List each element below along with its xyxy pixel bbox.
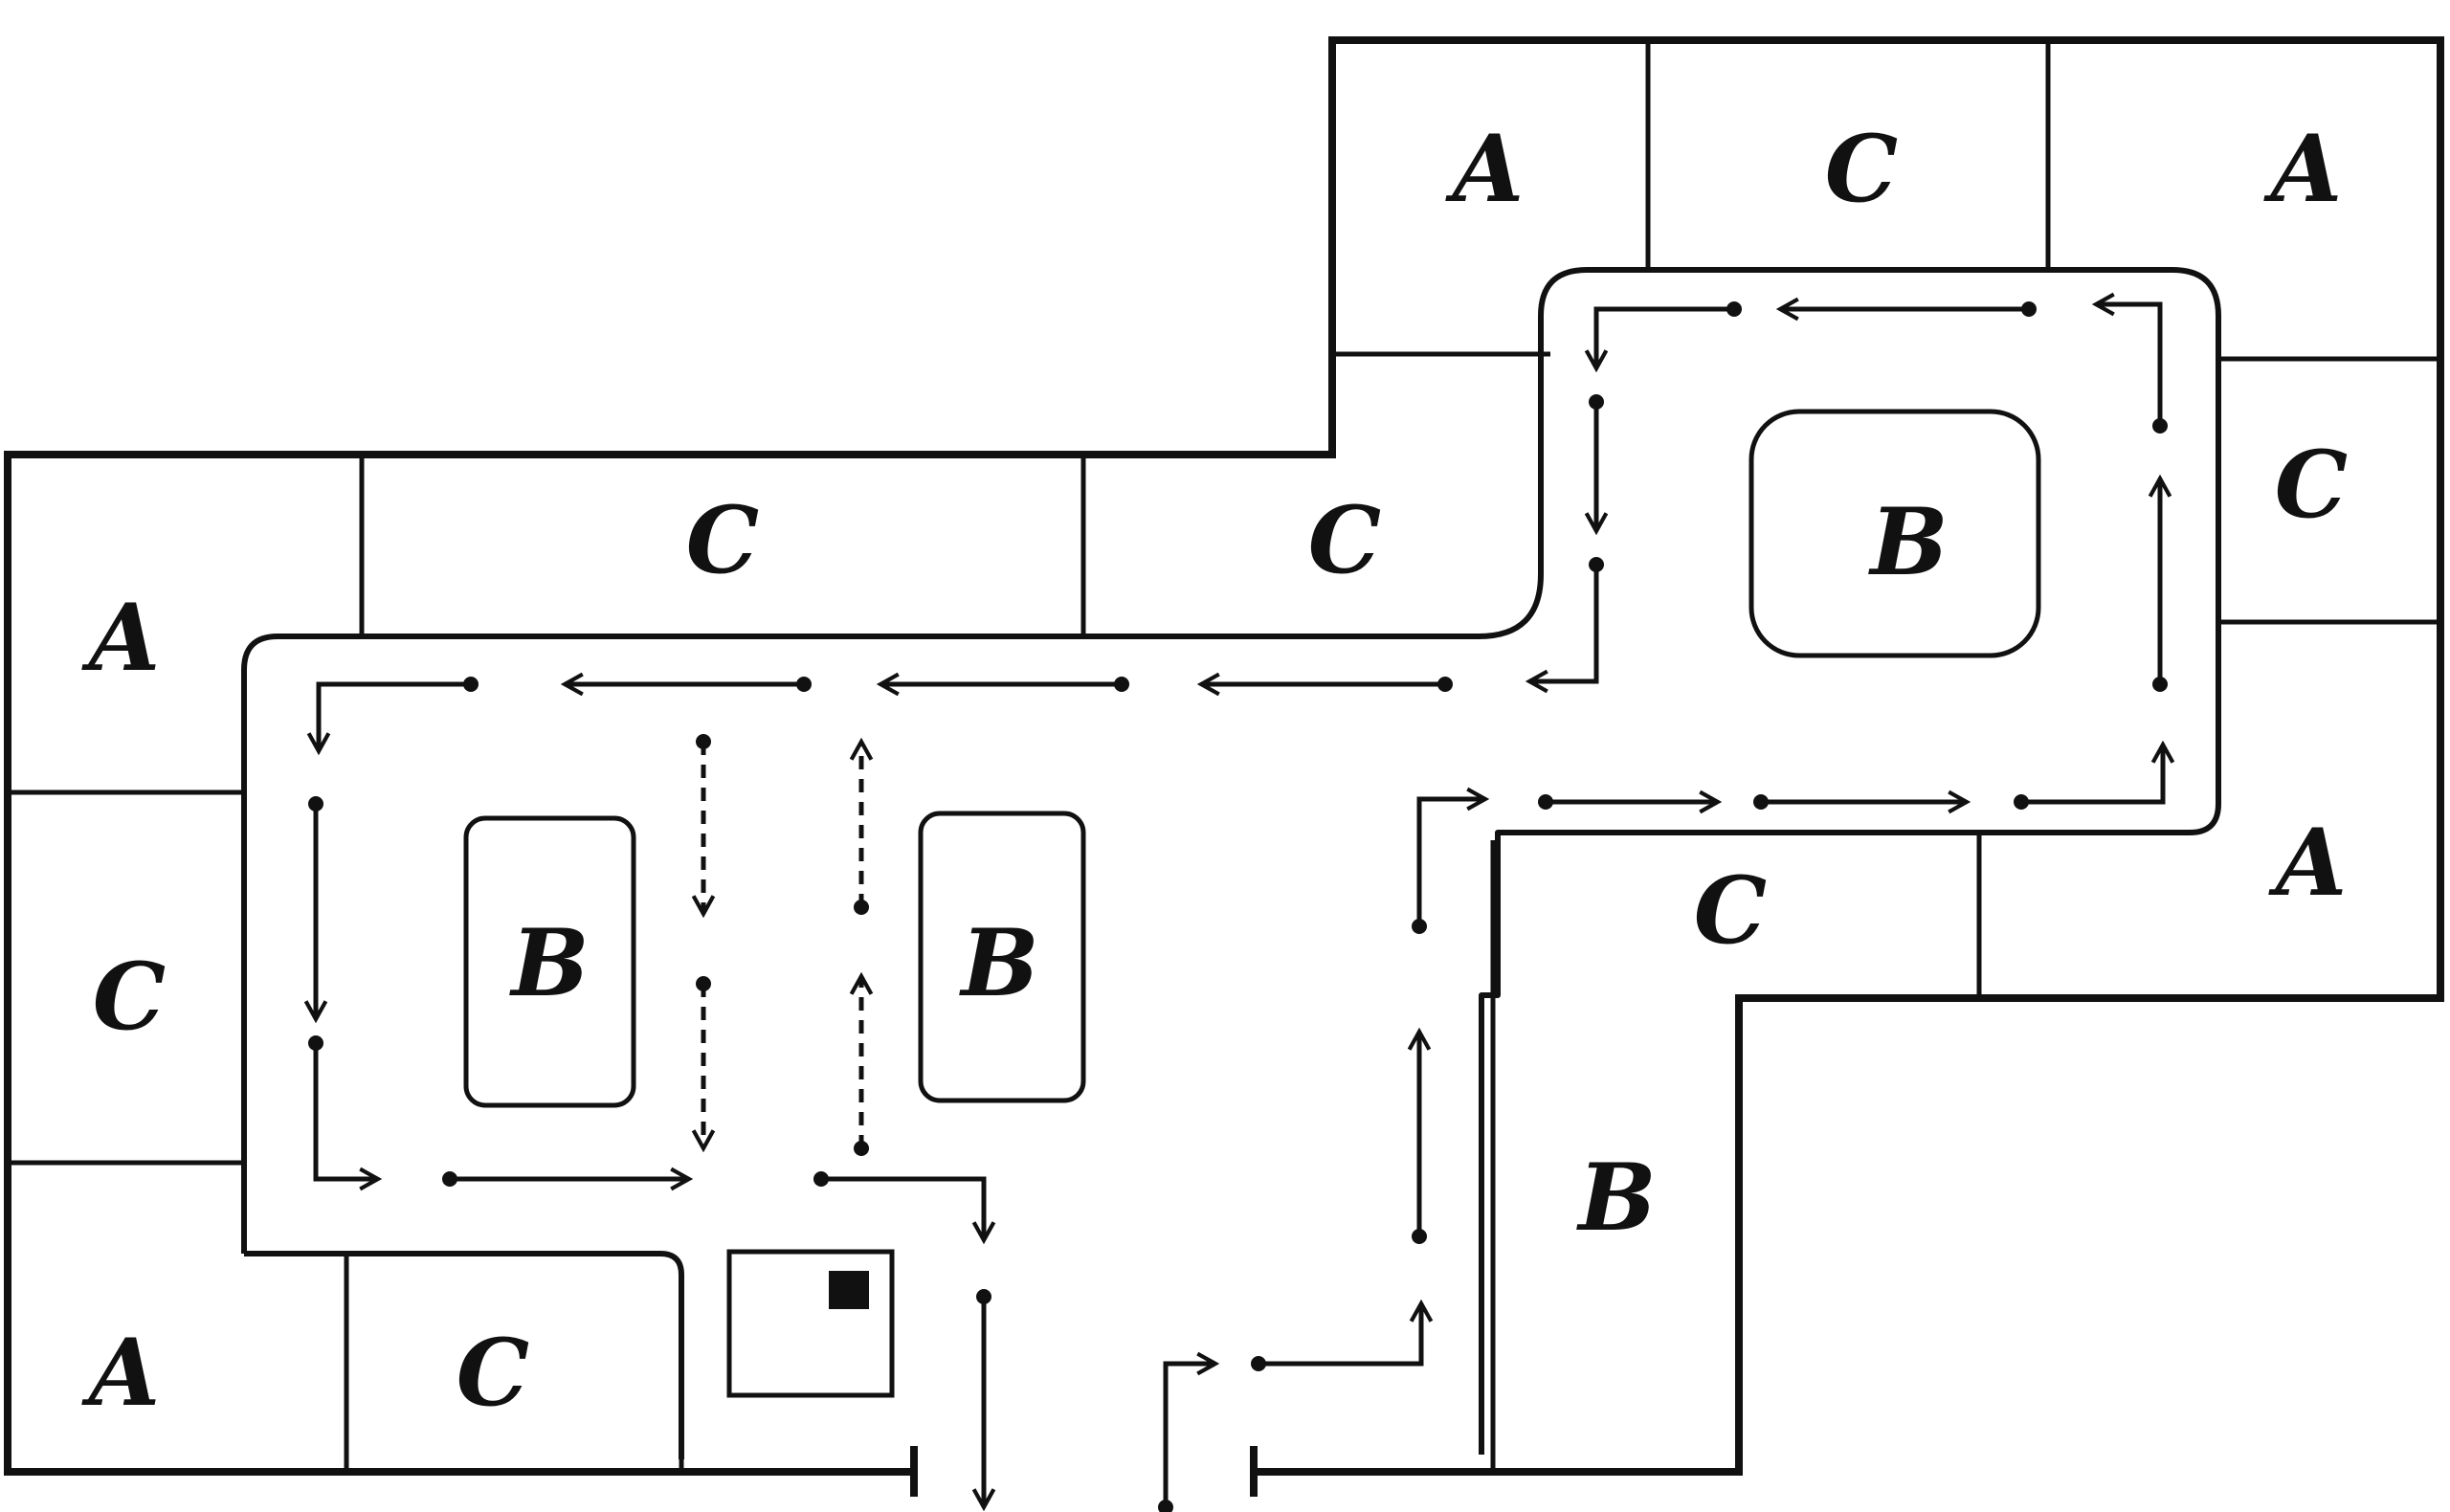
label-right-top-left: A (1445, 115, 1524, 223)
flow-arrow-start-dot-12 (976, 1289, 991, 1304)
label-left-top-left: A (81, 584, 160, 692)
flow-arrow-25 (1529, 565, 1599, 681)
corridor-outline (241, 267, 2221, 1459)
flow-arrow-start-dot-16 (1412, 919, 1427, 934)
label-right-middle: C (2275, 431, 2348, 539)
label-island-right: B (1867, 488, 1948, 596)
flow-arrow-start-dot-10 (854, 900, 869, 915)
label-right-top-right: A (2263, 115, 2342, 223)
flow-arrow-21 (2096, 304, 2163, 426)
flow-arrow-start-dot-7 (696, 734, 711, 749)
flow-arrow-23 (1596, 306, 1734, 368)
label-left-top-middle: C (686, 486, 759, 594)
flow-arrow-start-dot-3 (463, 677, 479, 692)
flow-arrow-start-dot-6 (442, 1171, 457, 1187)
label-left-top-right: C (1308, 486, 1381, 594)
label-left-mid-left: C (93, 943, 166, 1051)
flow-arrow-start-dot-11 (813, 1171, 829, 1187)
outer-walls (4, 36, 2444, 1497)
flow-arrow-start-dot-20 (2152, 677, 2168, 692)
flow-arrow-start-dot-0 (1437, 677, 1453, 692)
label-right-bottom: A (2268, 809, 2347, 917)
room-labels: A C C C A C A C A C A C B B B B (81, 115, 2348, 1427)
island-b-left-2 (918, 811, 1086, 1103)
flow-arrow-start-dot-5 (308, 1035, 323, 1051)
desk (726, 1249, 895, 1398)
flow-arrow-3 (319, 681, 471, 751)
flow-arrow-start-dot-22 (2021, 301, 2037, 317)
flow-arrow-16 (1416, 799, 1485, 926)
flow-arrow-start-dot-2 (796, 677, 812, 692)
flow-arrow-start-dot-18 (1753, 794, 1769, 810)
flow-arrow-start-dot-19 (2014, 794, 2029, 810)
flow-arrow-14 (1258, 1303, 1421, 1367)
flow-arrows (308, 301, 2168, 1512)
flow-arrow-start-dot-23 (1726, 301, 1742, 317)
islands (463, 409, 2041, 1108)
label-right-lower-tower: B (1575, 1144, 1656, 1252)
flow-arrow-13 (1163, 1364, 1215, 1507)
flow-arrow-start-dot-14 (1251, 1356, 1266, 1371)
flow-arrow-start-dot-13 (1158, 1500, 1173, 1512)
flow-arrow-5 (313, 1043, 378, 1179)
desk-square-icon (829, 1271, 869, 1309)
label-island-left-1: B (508, 909, 589, 1017)
flow-arrow-19 (2021, 745, 2163, 805)
flow-arrow-start-dot-1 (1114, 677, 1129, 692)
flow-arrow-start-dot-9 (854, 1141, 869, 1156)
flow-arrow-start-dot-4 (308, 796, 323, 812)
island-b-right (1748, 409, 2041, 658)
flow-arrow-start-dot-25 (1589, 557, 1604, 572)
flow-arrow-start-dot-17 (1538, 794, 1553, 810)
flow-arrow-start-dot-21 (2152, 418, 2168, 434)
label-right-bottom-middle: C (1694, 856, 1767, 965)
label-right-top-middle: C (1825, 115, 1898, 223)
flow-arrow-11 (821, 1176, 984, 1240)
label-left-bottom-left: A (81, 1319, 160, 1427)
room-partitions (8, 40, 2440, 1472)
island-b-left-1 (463, 815, 636, 1108)
flow-arrow-start-dot-15 (1412, 1229, 1427, 1244)
label-island-left-2: B (958, 909, 1038, 1017)
label-left-bottom-middle: C (457, 1319, 529, 1427)
flow-arrow-start-dot-8 (696, 976, 711, 991)
flow-arrow-start-dot-24 (1589, 394, 1604, 410)
